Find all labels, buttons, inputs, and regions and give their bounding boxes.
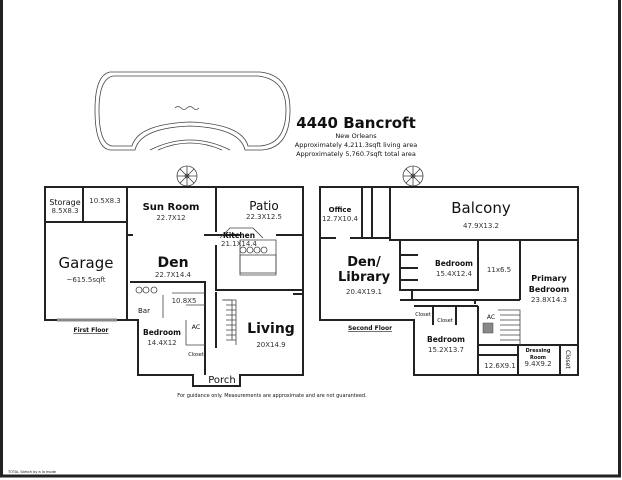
room-office-dim: 12.7X10.4 — [322, 215, 359, 223]
room-den-library-dim: 20.4X19.1 — [346, 288, 382, 296]
room-storage-dim: 8.5X8.3 — [51, 207, 78, 215]
closet-label: Closet — [564, 350, 571, 369]
bath2-dim: 10.8X5 — [172, 297, 197, 305]
property-city: New Orleans — [335, 132, 377, 140]
room-dressing-2: Room — [530, 355, 546, 361]
room-bedroom: Bedroom — [143, 328, 181, 337]
room-primary-1: Primary — [531, 274, 567, 283]
room-office: Office — [329, 206, 352, 214]
room-bedroom-2: Bedroom — [427, 335, 465, 344]
first-floor-walls — [44, 186, 304, 387]
room-dressing-dim: 9.4X9.2 — [524, 360, 551, 368]
room-bedroom-1-dim: 15.4X12.4 — [436, 270, 473, 278]
footer-credit: TOTAL Sketch by a la mode — [7, 470, 56, 474]
room-bar: Bar — [138, 307, 150, 315]
closet-label: Closet — [437, 318, 453, 324]
room-dressing-1: Dressing — [526, 348, 551, 354]
room-storage: Storage — [49, 198, 80, 207]
room-kitchen-dim: 21.1X14.4 — [221, 240, 258, 248]
bath1-dim: 10.5X8.3 — [89, 197, 121, 205]
room-den-library-2: Library — [338, 270, 391, 285]
room-primary-2: Bedroom — [529, 285, 570, 294]
room-living-dim: 20X14.9 — [256, 341, 285, 349]
spiral-stair-icon — [402, 165, 424, 187]
ac-label: AC — [487, 314, 495, 321]
property-title: 4440 Bancroft — [296, 114, 416, 132]
second-floor-label: Second Floor — [348, 325, 392, 332]
room-kitchen: Kitchen — [223, 231, 255, 240]
room-den-library-1: Den/ — [347, 255, 381, 270]
living-area: Approximately 4,211.3sqft living area — [295, 141, 417, 149]
room-bedroom-dim: 14.4X12 — [147, 339, 176, 347]
total-area: Approximately 5,760.7sqft total area — [296, 150, 416, 158]
room-bedroom-1: Bedroom — [435, 259, 473, 268]
lower-bath-dim: 12.6X9.1 — [484, 362, 516, 370]
ac-label: AC — [192, 323, 201, 331]
pool — [94, 71, 291, 151]
closet-label: Closet — [415, 312, 431, 318]
spiral-stair-icon — [176, 165, 198, 187]
upper-bath-dim: 11x6.5 — [487, 266, 511, 274]
room-den-dim: 22.7X14.4 — [155, 271, 192, 279]
room-bedroom-2-dim: 15.2X13.7 — [428, 346, 464, 354]
disclaimer: For guidance only. Measurements are appr… — [177, 393, 367, 399]
room-sun-room: Sun Room — [143, 202, 200, 213]
room-primary-dim: 23.8X14.3 — [531, 296, 567, 304]
room-patio: Patio — [249, 199, 278, 213]
room-den: Den — [157, 255, 188, 271]
second-floor-walls — [319, 186, 579, 376]
furniture — [135, 246, 277, 294]
closet-label: Closet — [188, 352, 204, 358]
first-floor-label: First Floor — [73, 327, 108, 334]
room-balcony-dim: 47.9X13.2 — [463, 222, 499, 230]
room-living: Living — [247, 321, 295, 337]
room-balcony: Balcony — [451, 199, 511, 217]
room-porch: Porch — [208, 375, 236, 386]
room-garage-dim: ~615.5sqft — [66, 276, 105, 284]
room-sun-room-dim: 22.7X12 — [156, 214, 185, 222]
room-garage: Garage — [59, 254, 114, 272]
room-patio-dim: 22.3X12.5 — [246, 213, 282, 221]
